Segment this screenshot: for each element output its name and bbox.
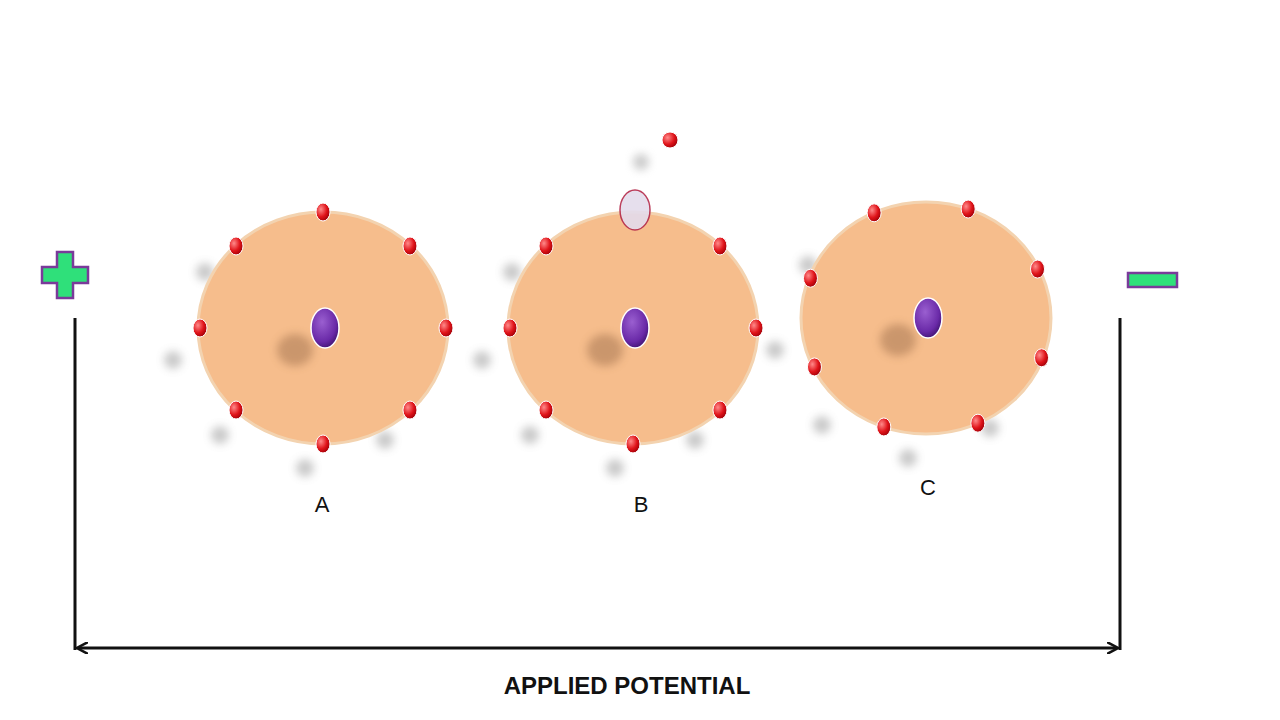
blur-dot xyxy=(899,449,917,467)
atom-shade xyxy=(587,334,623,366)
blur-dot xyxy=(766,341,784,359)
atom-label: B xyxy=(634,492,649,518)
electron xyxy=(503,319,517,337)
electron-hole xyxy=(620,190,650,230)
blur-dot xyxy=(606,459,624,477)
blur-dot xyxy=(686,431,704,449)
atom-shell xyxy=(508,212,758,444)
blur-dot xyxy=(813,416,831,434)
electron xyxy=(1035,349,1049,367)
electron xyxy=(867,204,881,222)
electron xyxy=(229,237,243,255)
electron xyxy=(539,237,553,255)
electron xyxy=(316,203,330,221)
blur-dot xyxy=(211,426,229,444)
atom-label: C xyxy=(920,475,936,501)
atoms xyxy=(193,190,1051,453)
blur-dot xyxy=(164,351,182,369)
bracket-left xyxy=(74,318,77,650)
electron xyxy=(1031,260,1045,278)
bracket-right xyxy=(1119,318,1122,650)
electron xyxy=(961,200,975,218)
atom-shell xyxy=(801,202,1051,434)
electron xyxy=(626,435,640,453)
atom-shell xyxy=(198,212,448,444)
blur-dot xyxy=(521,426,539,444)
atom-shade xyxy=(277,334,313,366)
potential-arrow xyxy=(78,647,1117,650)
nucleus xyxy=(621,308,649,348)
electron xyxy=(713,401,727,419)
blur-dot xyxy=(296,459,314,477)
electron xyxy=(439,319,453,337)
electron xyxy=(403,401,417,419)
plus-terminal xyxy=(42,252,88,298)
electron xyxy=(193,319,207,337)
minus-terminal xyxy=(1128,273,1177,287)
electron xyxy=(877,418,891,436)
electron xyxy=(807,358,821,376)
electron xyxy=(229,401,243,419)
electron xyxy=(713,237,727,255)
blur-dot xyxy=(473,351,491,369)
electron xyxy=(803,269,817,287)
atom-shade xyxy=(880,324,916,356)
nucleus xyxy=(311,308,339,348)
atom-label: A xyxy=(315,492,330,518)
electron xyxy=(539,401,553,419)
blur-dot xyxy=(376,431,394,449)
free-electron xyxy=(662,132,678,148)
nucleus xyxy=(914,298,942,338)
blur-dot xyxy=(503,263,521,281)
electron xyxy=(316,435,330,453)
electron xyxy=(403,237,417,255)
axis-label: APPLIED POTENTIAL xyxy=(504,672,751,700)
electron xyxy=(749,319,763,337)
electron xyxy=(971,414,985,432)
blur-dot xyxy=(633,154,649,170)
